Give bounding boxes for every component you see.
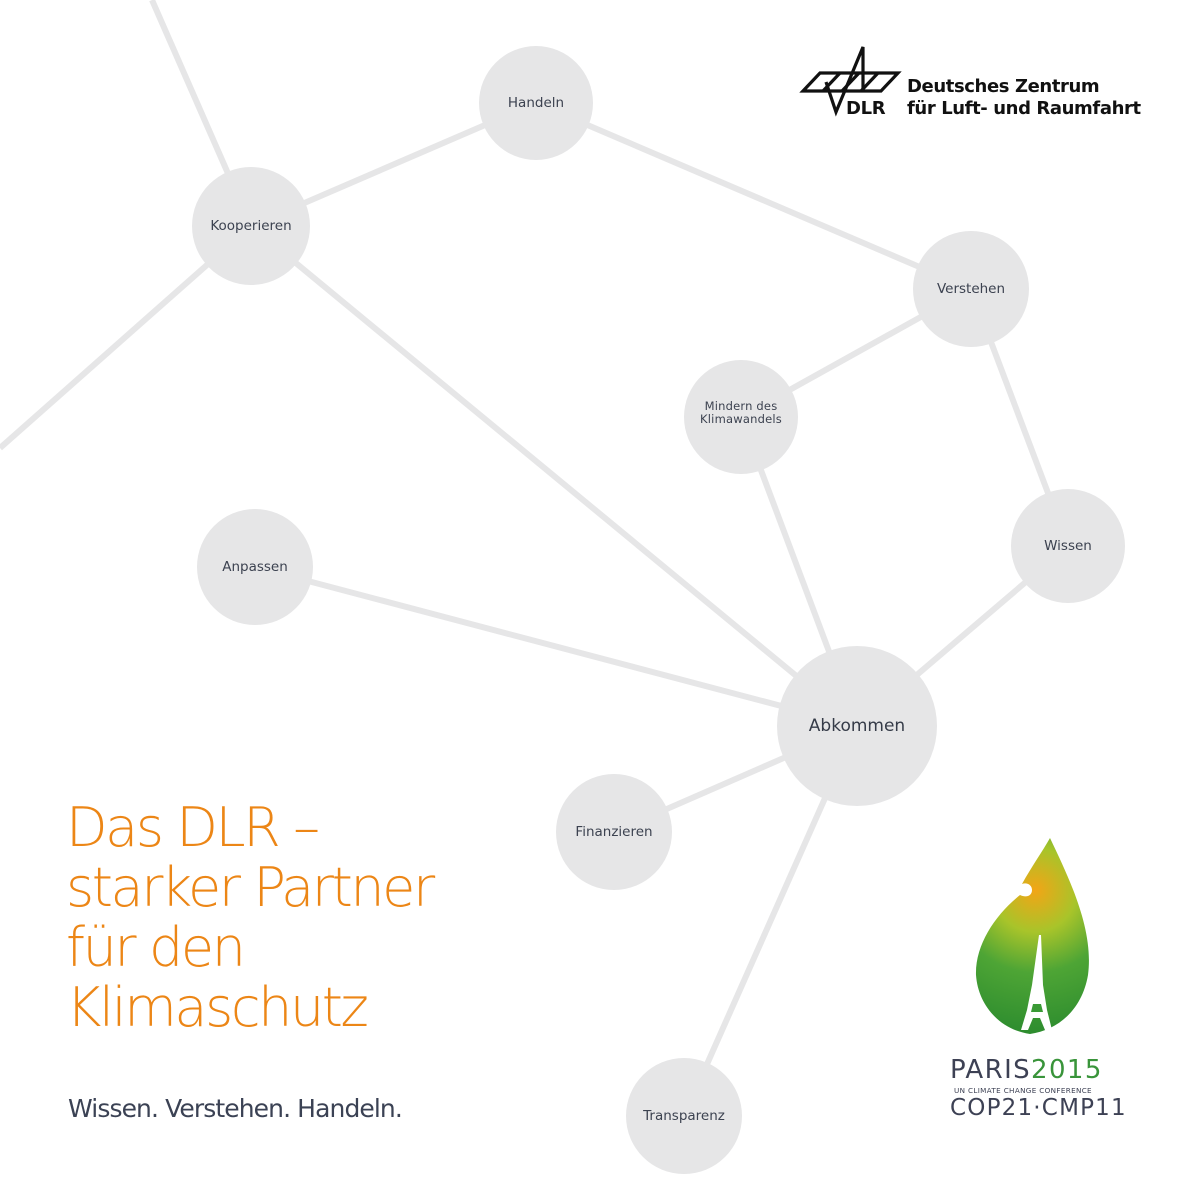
node-label: Handeln: [507, 94, 565, 111]
cop-paris-2015: PARIS2015: [950, 1056, 1120, 1084]
cop21-logo-text: PARIS2015 UN CLIMATE CHANGE CONFERENCE C…: [950, 1056, 1127, 1121]
node-label: Verstehen: [936, 280, 1006, 297]
node-label: Wissen: [1044, 537, 1092, 554]
dlr-name-line-1: Deutsches Zentrum: [907, 76, 1100, 97]
cop-conference: UN CLIMATE CHANGE CONFERENCE: [954, 1086, 1092, 1095]
node-label: Mindern des Klimawandels: [700, 399, 782, 426]
node-label: Kooperieren: [210, 217, 292, 234]
node-transparenz: Transparenz: [626, 1058, 742, 1174]
tagline: Wissen. Verstehen. Handeln.: [68, 1094, 403, 1123]
cop-cmp: COP21·CMP11: [950, 1095, 1127, 1121]
node-label: Abkommen: [808, 715, 906, 736]
headline-line-2: starker Partner: [66, 856, 435, 919]
edge-anpassen-abkommen: [254, 564, 858, 729]
node-kooperieren: Kooperieren: [192, 167, 310, 285]
edge-handeln-verstehen: [534, 100, 973, 292]
node-label: Finanzieren: [575, 823, 653, 840]
headline-line-4: Klimaschutz: [66, 976, 369, 1039]
node-label: Transparenz: [643, 1107, 725, 1124]
node-abkommen: Abkommen: [777, 646, 937, 806]
node-label: Anpassen: [222, 558, 288, 575]
cop21-leaf-icon: [975, 838, 1089, 1034]
dlr-abbreviation: DLR: [846, 98, 886, 119]
node-finanzieren: Finanzieren: [556, 774, 672, 890]
node-mindern: Mindern des Klimawandels: [684, 360, 798, 474]
dlr-name-line-2: für Luft- und Raumfahrt: [907, 98, 1141, 119]
dlr-organization-name: Deutsches Zentrum für Luft- und Raumfahr…: [907, 76, 1141, 120]
node-wissen: Wissen: [1011, 489, 1125, 603]
edge-kooperieren-abkommen: [249, 223, 859, 729]
headline-line-1: Das DLR –: [66, 796, 320, 859]
node-verstehen: Verstehen: [913, 231, 1029, 347]
headline: Das DLR – starker Partner für den Klimas…: [66, 796, 435, 1039]
cop-paris: PARIS: [950, 1055, 1032, 1085]
dlr-logo-icon: [799, 46, 902, 117]
cop-year: 2015: [1031, 1055, 1103, 1085]
node-handeln: Handeln: [479, 46, 593, 160]
headline-line-3: für den: [66, 916, 246, 979]
node-anpassen: Anpassen: [197, 509, 313, 625]
